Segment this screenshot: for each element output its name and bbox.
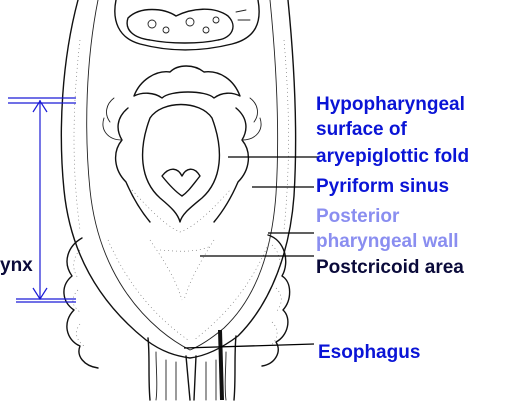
label-postcricoid-area: Postcricoid area: [316, 257, 464, 278]
label-leader-lines: [184, 157, 318, 348]
tongue-base: [115, 0, 259, 50]
esophagus-tube: [148, 330, 236, 400]
label-hypopharynx: ynx: [0, 255, 33, 276]
label-line-1: Hypopharyngeal: [316, 94, 465, 115]
epiglottis: [134, 66, 240, 98]
label-hypopharyngeal-surface: Hypopharyngeal surface of aryepiglottic …: [316, 94, 469, 167]
laryngeal-inlet: [103, 98, 261, 232]
anatomy-illustration: [61, 0, 295, 400]
label-line-3: aryepiglottic fold: [316, 146, 469, 167]
pharyngeal-outer-wall: [61, 0, 295, 358]
label-esophagus: Esophagus: [318, 342, 420, 363]
label-line-2: pharyngeal wall: [316, 231, 459, 252]
label-pyriform-sinus: Pyriform sinus: [316, 176, 449, 197]
label-line-1: Posterior: [316, 206, 400, 227]
label-posterior-pharyngeal-wall: Posterior pharyngeal wall: [316, 206, 459, 252]
label-line-2: surface of: [316, 119, 407, 140]
